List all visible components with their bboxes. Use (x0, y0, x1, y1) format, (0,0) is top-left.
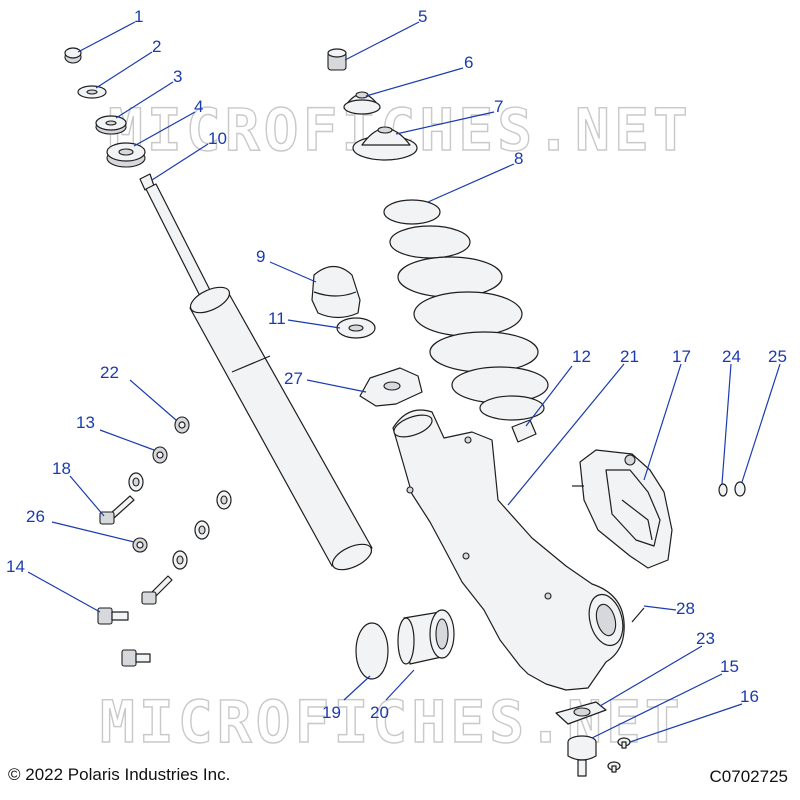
callout-10: 10 (208, 129, 227, 148)
part-shock-10 (139, 173, 373, 571)
callout-4: 4 (194, 97, 203, 116)
callout-22: 22 (100, 363, 119, 382)
part-snapring-19 (355, 622, 389, 680)
callout-15: 15 (720, 657, 739, 676)
part-pin-28 (631, 607, 645, 623)
callout-numbers: 1 2 3 4 5 6 7 8 9 10 11 12 13 14 15 16 1… (6, 7, 787, 722)
part-oring-24 (718, 483, 728, 497)
callout-2: 2 (152, 37, 161, 56)
part-bracket-27 (359, 367, 423, 407)
part-retainer-6 (343, 91, 381, 115)
callout-11: 11 (268, 309, 286, 328)
part-bearing-20 (397, 609, 455, 665)
callout-24: 24 (722, 347, 741, 366)
part-bumpstop-9 (311, 265, 361, 319)
part-washer-loose-4 (172, 550, 188, 570)
part-nut-1 (64, 47, 82, 64)
callout-14: 14 (6, 557, 25, 576)
part-spring-8 (383, 199, 549, 421)
part-oring-25 (734, 481, 746, 497)
callout-27: 27 (284, 369, 303, 388)
part-caliper-17 (572, 449, 673, 569)
part-clip-12 (511, 419, 537, 443)
part-washer-loose-1 (128, 472, 144, 492)
part-balljoint-15 (567, 735, 597, 777)
part-knuckle-21 (392, 409, 625, 691)
callout-19: 19 (322, 703, 341, 722)
figure-code: C0702725 (709, 767, 788, 786)
callout-26: 26 (26, 507, 45, 526)
callout-23: 23 (696, 629, 715, 648)
callout-1: 1 (134, 7, 143, 26)
callout-6: 6 (464, 53, 473, 72)
part-nut-13 (152, 446, 168, 464)
part-bushing-4 (106, 142, 146, 168)
copyright-notice: © 2022 Polaris Industries Inc. (8, 765, 231, 784)
part-gasket-23 (555, 701, 607, 725)
part-bolt-14 (97, 607, 129, 625)
part-washer-loose-2 (216, 490, 232, 510)
callout-21: 21 (620, 347, 639, 366)
part-bolt-18 (99, 495, 135, 525)
callout-13: 13 (76, 413, 95, 432)
callout-3: 3 (173, 67, 182, 86)
part-bolt-extra (121, 649, 151, 667)
callout-28: 28 (676, 599, 695, 618)
part-bushing-3 (95, 115, 127, 135)
callout-9: 9 (256, 247, 265, 266)
callout-7: 7 (494, 97, 503, 116)
leader-lines (27, 21, 781, 743)
callout-5: 5 (418, 7, 427, 26)
callout-25: 25 (768, 347, 787, 366)
part-nut-22 (174, 416, 190, 434)
part-washer-loose-3 (194, 520, 210, 540)
part-washer-2 (77, 85, 107, 99)
part-nut-5 (327, 48, 347, 71)
part-bolt-loose (141, 575, 173, 605)
part-washer-11 (336, 317, 376, 339)
part-nut-26 (132, 537, 148, 553)
callout-20: 20 (370, 703, 389, 722)
callout-16: 16 (740, 687, 759, 706)
part-seat-7 (352, 126, 418, 161)
callout-12: 12 (572, 347, 591, 366)
callout-8: 8 (514, 149, 523, 168)
callout-17: 17 (672, 347, 691, 366)
callout-18: 18 (52, 459, 71, 478)
